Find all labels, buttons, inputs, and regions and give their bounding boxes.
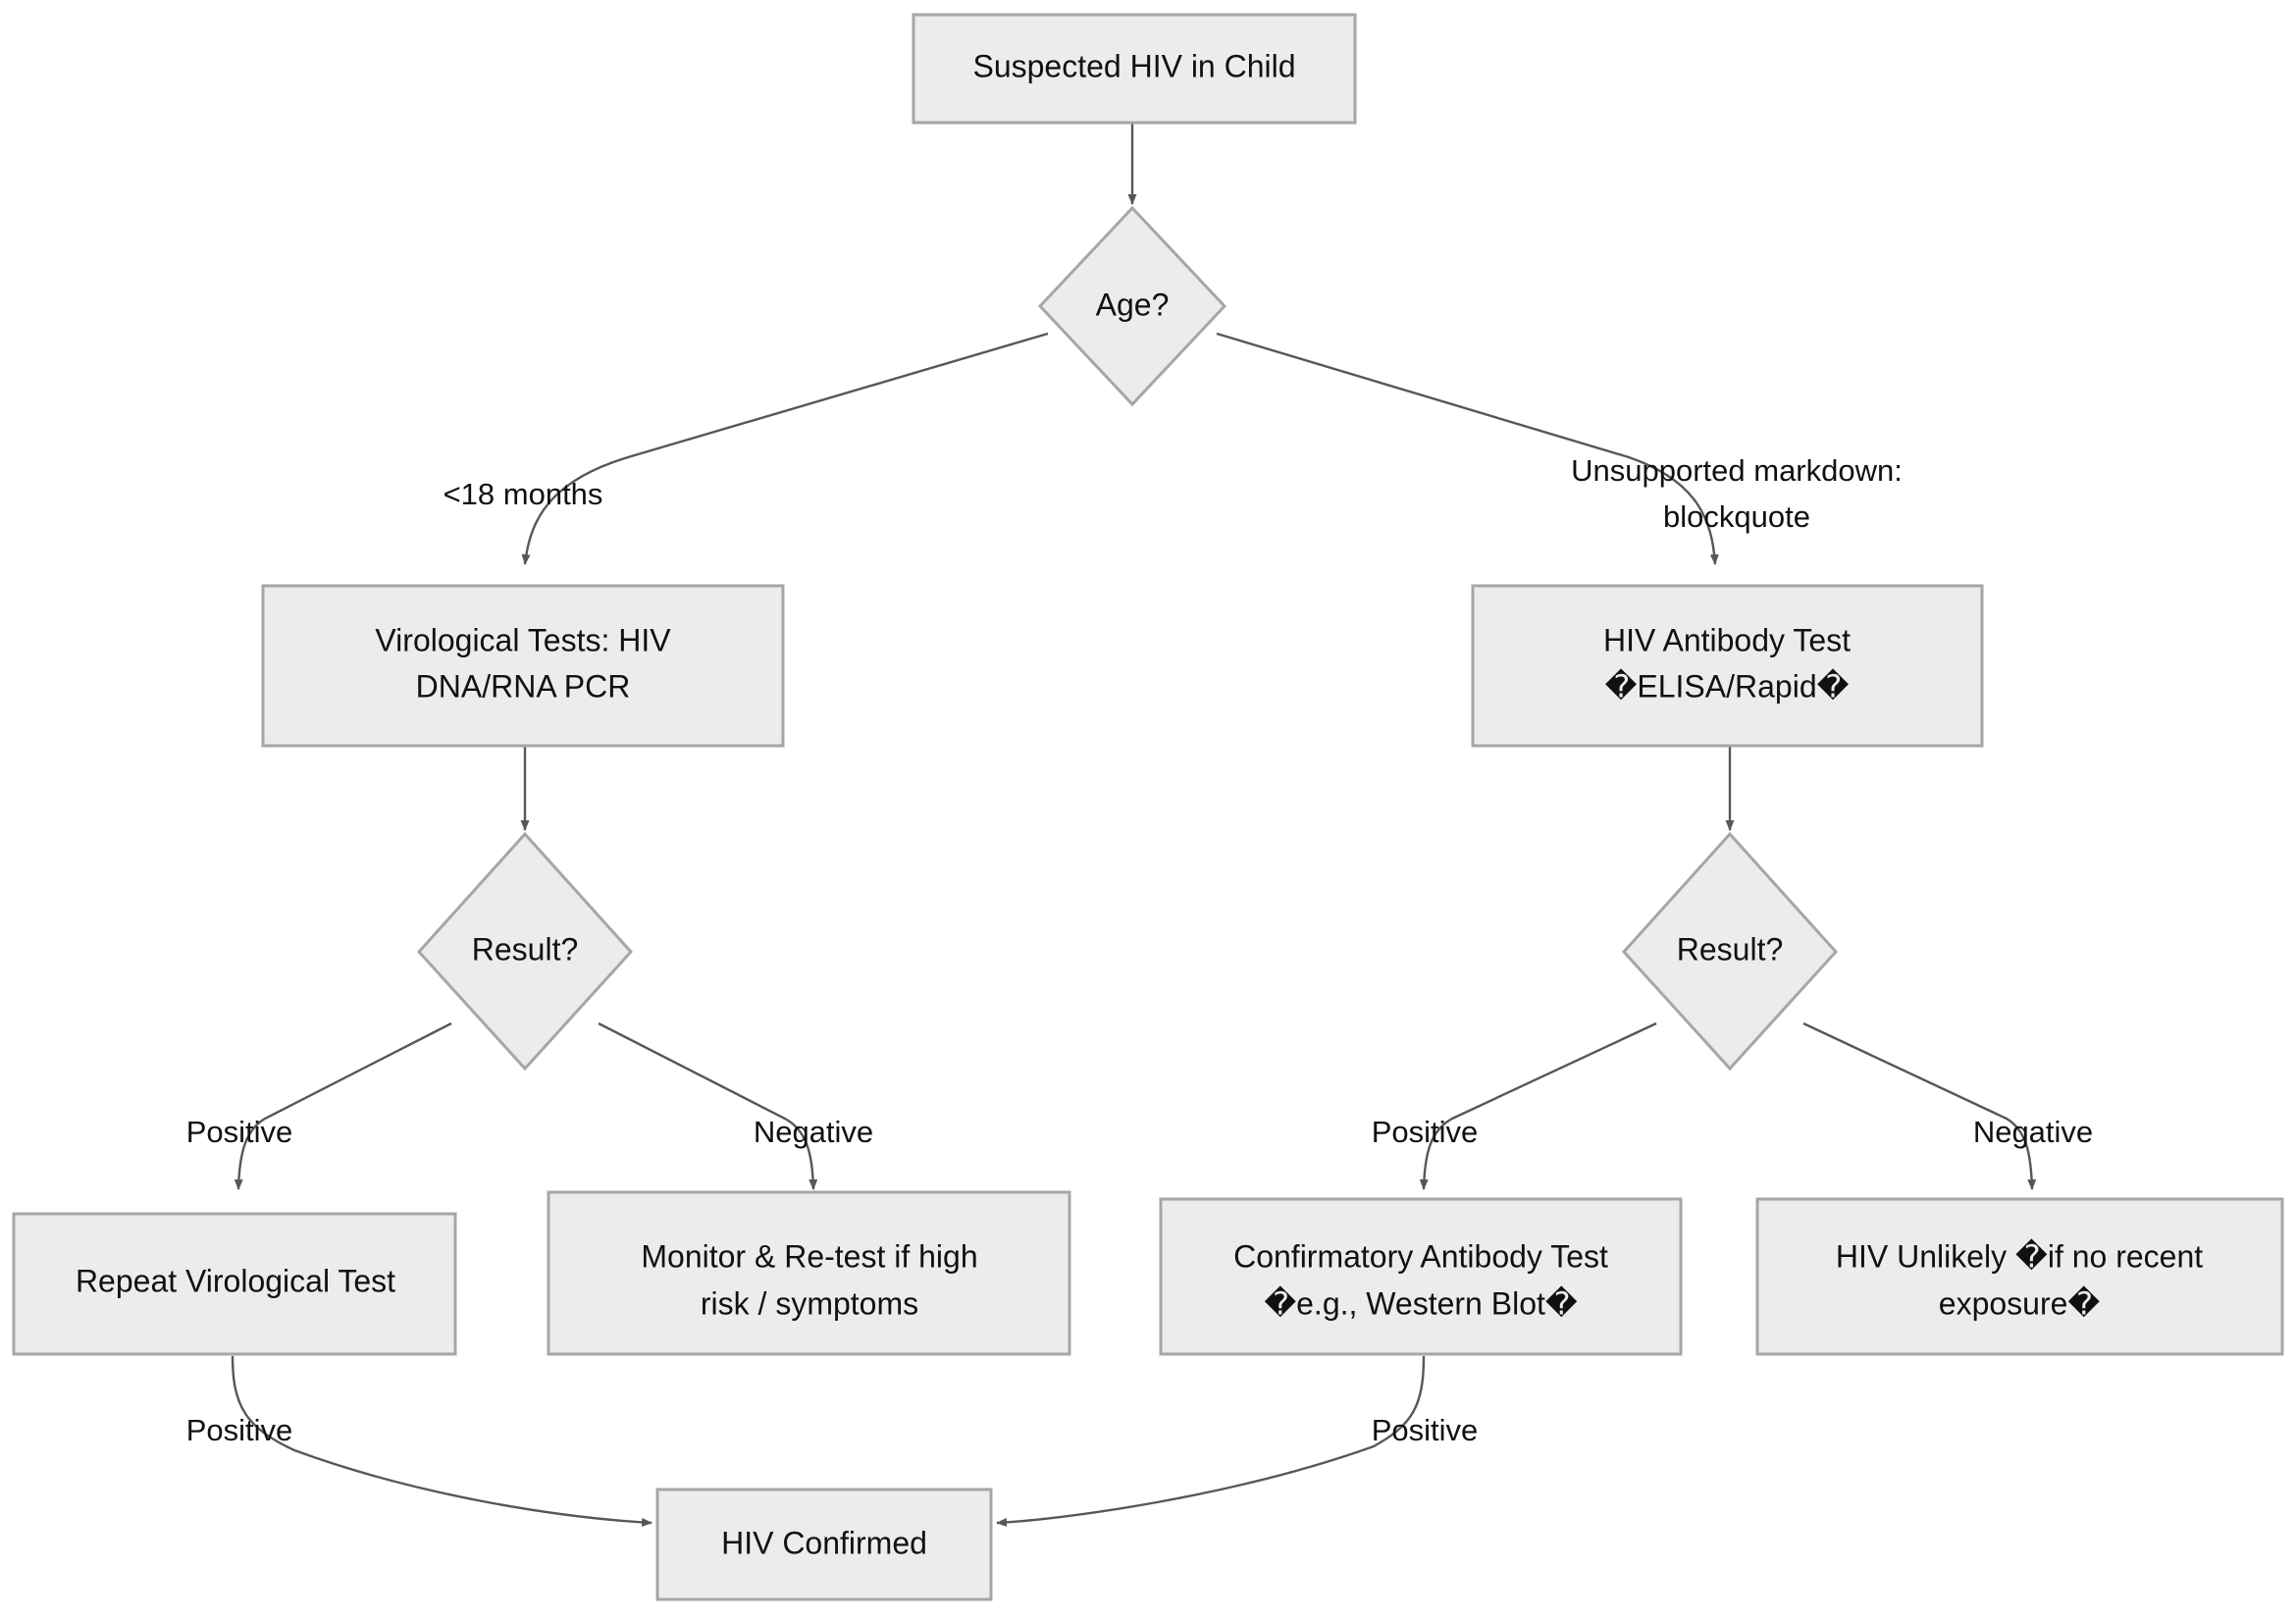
node-label-result-right: Result?	[1677, 931, 1784, 967]
node-label-antibody-line2: �ELISA/Rapid�	[1605, 667, 1850, 704]
node-label-repeat: Repeat Virological Test	[76, 1263, 395, 1298]
edge-label-age-left: <18 months	[444, 477, 603, 511]
node-label-virological-line1: Virological Tests: HIV	[375, 622, 671, 657]
edge-label-right-positive: Positive	[1372, 1115, 1479, 1149]
edge-result-left-to-repeat: Positive	[186, 1021, 452, 1190]
node-result-right-decision[interactable]: Result?	[1621, 831, 1839, 1072]
node-label-unlikely-line2: exposure�	[1939, 1284, 2101, 1321]
node-label-age: Age?	[1096, 287, 1170, 322]
node-label-antibody-line1: HIV Antibody Test	[1603, 622, 1851, 657]
node-label-result-left: Result?	[472, 931, 579, 967]
edges-layer: <18 months Unsupported markdown: blockqu…	[186, 123, 2093, 1527]
node-suspected-hiv-in-child[interactable]: Suspected HIV in Child	[912, 13, 1357, 125]
node-hiv-confirmed[interactable]: HIV Confirmed	[655, 1488, 993, 1601]
edge-label-right-negative: Negative	[1973, 1115, 2093, 1149]
node-label-suspected: Suspected HIV in Child	[972, 48, 1295, 83]
edge-label-repeat-positive: Positive	[186, 1413, 293, 1447]
node-age-decision[interactable]: Age?	[1037, 205, 1227, 407]
node-label-monitor-line1: Monitor & Re-test if high	[641, 1238, 977, 1274]
edge-age-to-antibody: Unsupported markdown: blockquote	[1216, 332, 1903, 565]
edge-confirmatory-to-confirmed: Positive	[996, 1355, 1479, 1527]
edge-result-right-to-confirmatory: Positive	[1372, 1021, 1657, 1190]
edge-age-to-virological: <18 months	[444, 332, 1049, 565]
edge-result-right-to-unlikely: Negative	[1802, 1021, 2093, 1190]
edge-result-left-to-monitor: Negative	[598, 1021, 873, 1190]
nodes-layer: Suspected HIV in Child Age? Virological …	[12, 13, 2284, 1601]
node-label-virological-line2: DNA/RNA PCR	[416, 668, 631, 704]
node-hiv-unlikely[interactable]: HIV Unlikely �if no recent exposure�	[1755, 1197, 2284, 1356]
node-label-confirmed: HIV Confirmed	[721, 1525, 927, 1560]
edge-repeat-to-confirmed: Positive	[186, 1355, 652, 1527]
node-monitor-retest[interactable]: Monitor & Re-test if high risk / symptom…	[547, 1190, 1071, 1356]
node-repeat-virological-test[interactable]: Repeat Virological Test	[12, 1212, 457, 1356]
edge-label-age-right-line2: blockquote	[1663, 499, 1810, 534]
node-virological-tests[interactable]: Virological Tests: HIV DNA/RNA PCR	[261, 584, 785, 748]
node-label-monitor-line2: risk / symptoms	[701, 1285, 918, 1321]
node-label-confirmatory-line2: �e.g., Western Blot�	[1264, 1284, 1578, 1321]
edge-label-age-right-line1: Unsupported markdown:	[1571, 453, 1903, 488]
node-label-unlikely-line1: HIV Unlikely �if no recent	[1836, 1237, 2203, 1274]
node-hiv-antibody-test[interactable]: HIV Antibody Test �ELISA/Rapid�	[1471, 584, 1984, 748]
node-label-confirmatory-line1: Confirmatory Antibody Test	[1233, 1238, 1608, 1274]
node-confirmatory-antibody-test[interactable]: Confirmatory Antibody Test �e.g., Wester…	[1159, 1197, 1683, 1356]
edge-label-confirmatory-positive: Positive	[1372, 1413, 1479, 1447]
edge-label-left-negative: Negative	[754, 1115, 873, 1149]
edge-label-left-positive: Positive	[186, 1115, 293, 1149]
node-result-left-decision[interactable]: Result?	[416, 831, 634, 1072]
